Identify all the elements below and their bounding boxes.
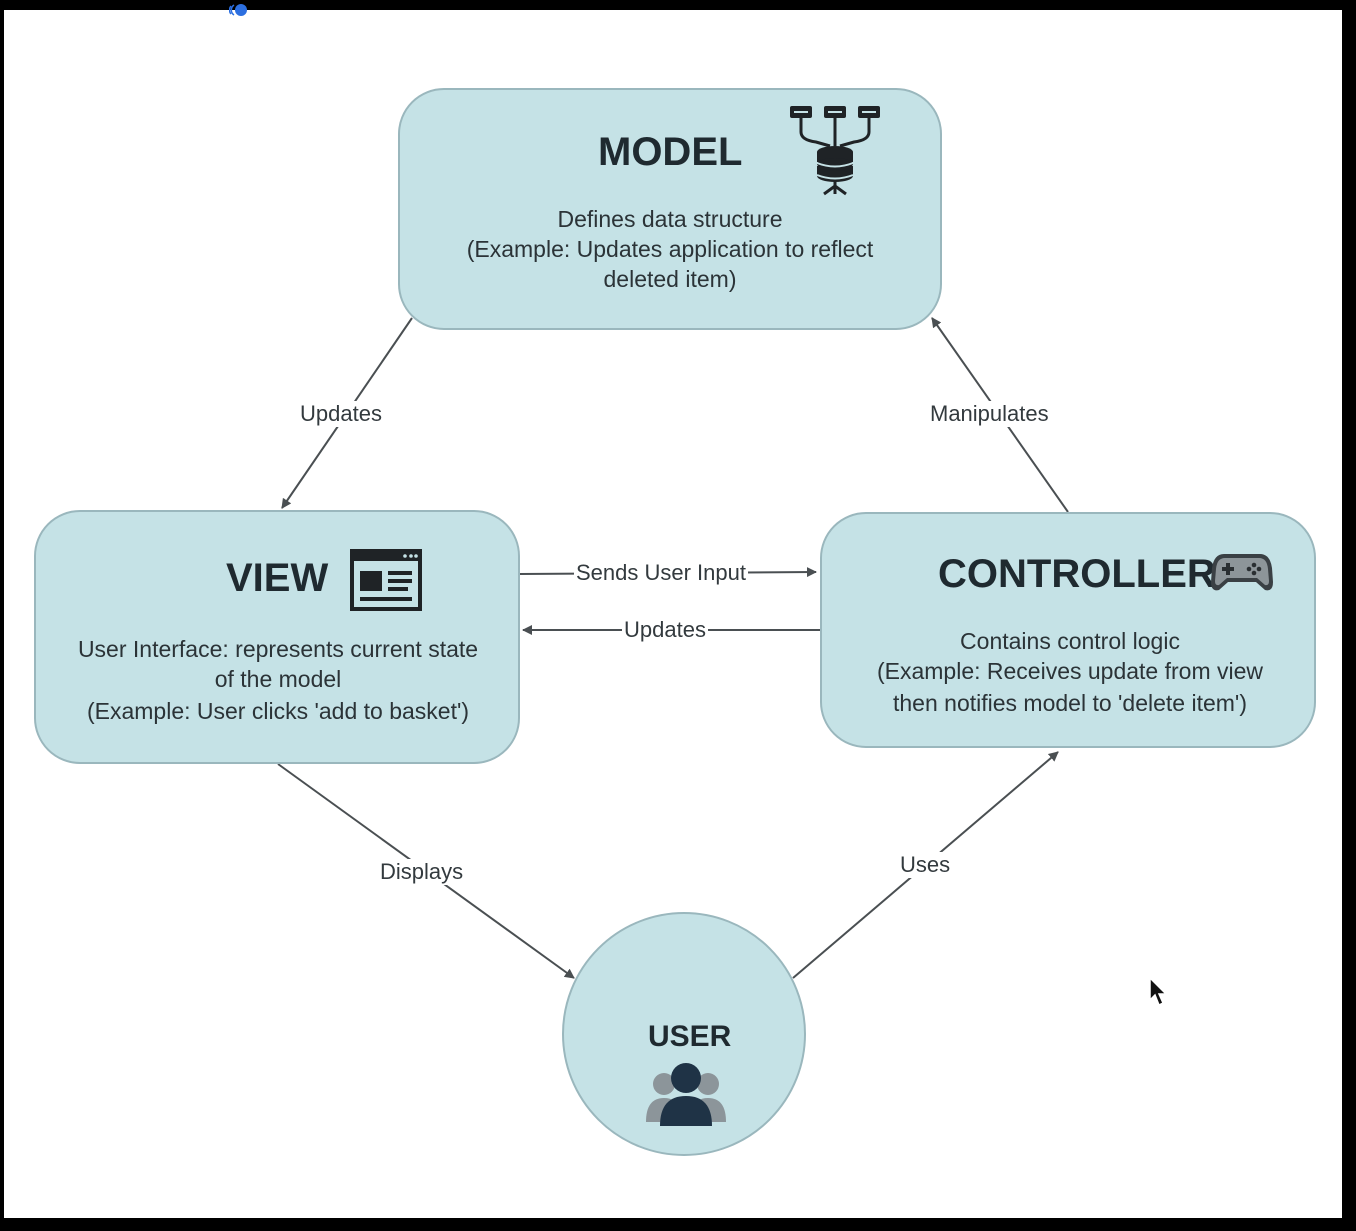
user-node: USER bbox=[562, 912, 806, 1156]
model-title: MODEL bbox=[598, 130, 743, 174]
controller-line-2: (Example: Receives update from view bbox=[876, 658, 1264, 684]
view-line-3: (Example: User clicks 'add to basket') bbox=[86, 698, 470, 724]
model-node: MODEL Defines data structure bbox=[398, 88, 942, 330]
edge-label-view-to-controller: Sends User Input bbox=[574, 560, 748, 586]
controller-line-3: then notifies model to 'delete item') bbox=[893, 690, 1247, 716]
database-network-icon bbox=[790, 106, 880, 196]
edge-label-controller-to-model: Manipulates bbox=[928, 401, 1051, 427]
edge-label-model-to-view: Updates bbox=[298, 401, 384, 427]
record-indicator-icon bbox=[229, 4, 247, 16]
user-title: USER bbox=[648, 1020, 732, 1053]
model-line-1: Defines data structure bbox=[557, 206, 783, 232]
edge-label-view-to-user: Displays bbox=[378, 859, 466, 885]
view-title: VIEW bbox=[226, 556, 329, 600]
model-description: Defines data structure (Example: Updates… bbox=[420, 204, 920, 294]
users-icon bbox=[646, 1063, 726, 1126]
mouse-cursor-icon bbox=[1149, 976, 1168, 1007]
view-line-2: of the model bbox=[214, 666, 342, 692]
controller-line-1: Contains control logic bbox=[960, 628, 1180, 654]
edge-label-user-to-controller: Uses bbox=[898, 852, 953, 878]
model-line-3: deleted item) bbox=[603, 266, 737, 292]
browser-window-icon bbox=[350, 549, 422, 611]
model-line-2: (Example: Updates application to reflect bbox=[466, 236, 874, 262]
controller-description: Contains control logic (Example: Receive… bbox=[840, 626, 1300, 718]
controller-node: CONTROLLER Contains control logic (Examp… bbox=[820, 512, 1316, 748]
view-line-1: User Interface: represents current state bbox=[77, 636, 479, 662]
edge-label-controller-to-view: Updates bbox=[622, 617, 708, 643]
gamepad-icon bbox=[1211, 554, 1273, 591]
controller-title: CONTROLLER bbox=[938, 552, 1216, 596]
view-description: User Interface: represents current state… bbox=[48, 634, 508, 726]
view-node: VIEW User Interface: represents current … bbox=[34, 510, 520, 764]
